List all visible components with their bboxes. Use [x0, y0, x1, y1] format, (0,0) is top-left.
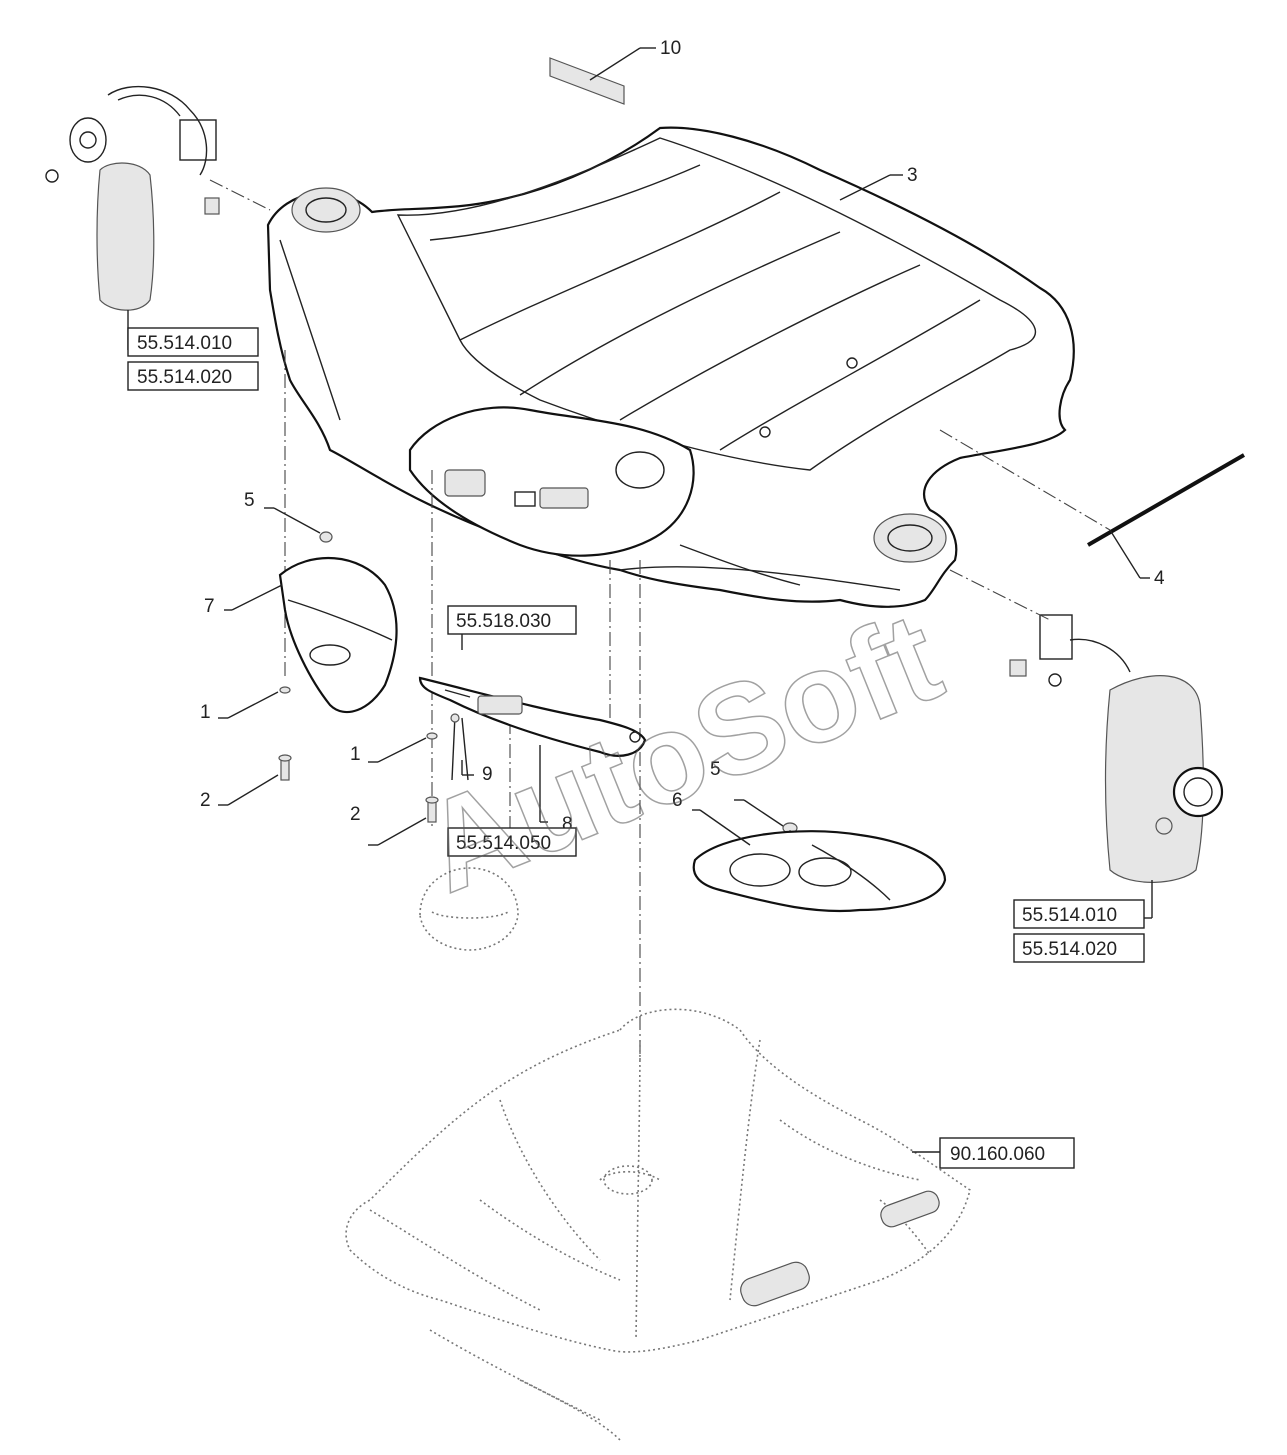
callout-5a: 5	[244, 490, 255, 511]
ref-box-left-top[interactable]: 55.514.010	[137, 333, 232, 354]
ref-box-right-bottom[interactable]: 55.514.020	[1022, 939, 1117, 960]
callout-4: 4	[1154, 568, 1165, 589]
part-6-lamp-lens	[692, 830, 947, 913]
callout-1a: 1	[200, 702, 211, 723]
ref-box-middle-top[interactable]: 55.518.030	[456, 611, 551, 632]
right-assembly	[1009, 614, 1224, 883]
part-9-pins	[450, 713, 469, 781]
ref-box-lower[interactable]: 90.160.060	[950, 1144, 1045, 1165]
callout-2b: 2	[350, 804, 361, 825]
part-7-lamp-lens	[278, 557, 398, 714]
callout-3: 3	[907, 165, 918, 186]
ref-box-middle-bottom[interactable]: 55.514.050	[456, 833, 551, 854]
left-upper-assembly	[45, 85, 220, 311]
callout-1b: 1	[350, 744, 361, 765]
callout-10: 10	[660, 38, 681, 59]
callout-7: 7	[204, 596, 215, 617]
callout-8: 8	[562, 814, 573, 835]
part-5-nut-left	[319, 531, 333, 543]
callout-6: 6	[672, 790, 683, 811]
ref-box-right-top[interactable]: 55.514.010	[1022, 905, 1117, 926]
part-1-washer-left	[279, 686, 291, 694]
lower-cab-frame-harness	[345, 1008, 971, 1441]
ref-box-left-bottom[interactable]: 55.514.020	[137, 367, 232, 388]
part-1-washer-middle	[426, 732, 438, 740]
part-4-seal-strip	[1087, 453, 1245, 547]
part-2-screw-middle	[425, 796, 439, 823]
part-3-roof-panel	[266, 126, 1075, 608]
callout-2a: 2	[200, 790, 211, 811]
dome-light	[419, 867, 519, 951]
callout-9: 9	[482, 764, 493, 785]
callout-5b: 5	[710, 759, 721, 780]
part-8-light-bar	[418, 676, 647, 757]
part-2-screw-left	[278, 754, 292, 781]
part-10-label-strip	[549, 57, 625, 105]
